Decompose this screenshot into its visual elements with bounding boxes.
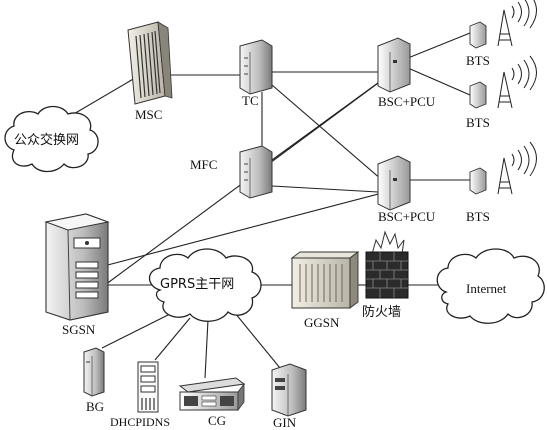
bsc-top-server-icon: [377, 37, 411, 93]
link-bsc-bts1: [407, 32, 471, 59]
firewall-label: 防火墙: [362, 305, 402, 320]
internet-cloud: [436, 248, 545, 324]
cg-desktop-icon: [178, 377, 246, 412]
gprs-backbone-cloud: [148, 248, 262, 322]
bts-1-label: BTS: [466, 53, 490, 68]
bg-label: BG: [86, 399, 105, 414]
pstn-label: 公众交换网: [14, 133, 80, 148]
dhcp-dns-server-icon: [137, 361, 159, 413]
link-gprs-dhcp: [154, 317, 191, 361]
link-gprs-bg: [101, 309, 179, 349]
tc-label: TC: [242, 93, 259, 108]
gin-server-icon: [271, 363, 307, 417]
gprs-backbone-label: GPRS主干网: [160, 277, 235, 292]
mfc-label: MFC: [190, 157, 218, 172]
bsc-bottom-server-icon: [377, 155, 411, 211]
bsc-top-label: BSC+PCU: [378, 94, 436, 109]
bsc-bottom-label: BSC+PCU: [378, 209, 436, 224]
internet-label: Internet: [466, 281, 507, 296]
link-bsc-bts2: [407, 67, 471, 96]
dhcp-dns-label: DHCPIDNS: [110, 415, 171, 429]
bts-1-icon: [469, 0, 537, 49]
sgsn-label: SGSN: [62, 322, 96, 337]
firewall-icon: [365, 230, 409, 299]
pstn-cloud: [4, 105, 99, 173]
link-gprs-cg: [204, 319, 209, 379]
connection-lines: [54, 32, 471, 379]
gin-label: GIN: [273, 415, 297, 430]
link-gprs-gin: [234, 312, 281, 369]
tc-server-icon: [239, 39, 273, 95]
bts-3-label: BTS: [466, 209, 490, 224]
msc-label: MSC: [135, 107, 163, 122]
msc-rack-icon: [127, 21, 173, 105]
link-sgsn-bsc-bottom: [99, 192, 383, 268]
mfc-server-icon: [239, 145, 273, 199]
bts-3-icon: [469, 141, 537, 195]
sgsn-server-icon: [44, 213, 110, 321]
cg-label: CG: [208, 413, 227, 428]
bg-server-icon: [83, 347, 105, 397]
bts-2-label: BTS: [466, 115, 490, 130]
link-mfc-bsc-bottom: [271, 185, 379, 193]
ggsn-label: GGSN: [304, 315, 340, 330]
ggsn-cabinet-icon: [290, 251, 360, 309]
bts-2-icon: [469, 55, 537, 109]
link-tc-bsc-bottom: [271, 84, 383, 181]
